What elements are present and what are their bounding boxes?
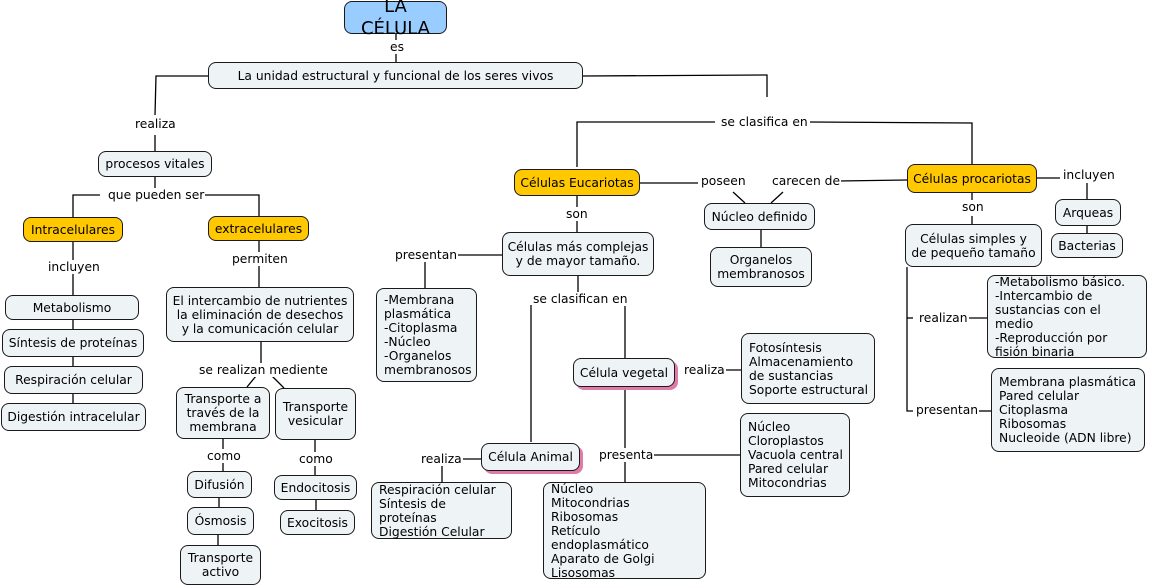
intercambio-node[interactable]: El intercambio de nutrientes la eliminac… [166, 287, 354, 342]
procariotas-funciones-node[interactable]: -Metabolismo básico. -Intercambio de sus… [987, 275, 1147, 359]
link-presentan-pro: presentan [915, 403, 980, 417]
procariotas-node[interactable]: Células procariotas [907, 164, 1037, 193]
animal-funciones-node[interactable]: Respiración celular Síntesis de proteína… [371, 482, 512, 539]
nucleo-definido-node[interactable]: Núcleo definido [704, 203, 815, 230]
bacterias-node[interactable]: Bacterias [1051, 233, 1123, 258]
metabolismo-node[interactable]: Metabolismo [5, 295, 139, 320]
celula-animal-node[interactable]: Célula Animal [481, 443, 580, 471]
link-que-pueden-ser: que pueden ser [107, 188, 206, 202]
difusion-node[interactable]: Difusión [187, 471, 252, 498]
link-realizan-pro: realizan [918, 311, 969, 325]
link-son-euc: son [565, 207, 589, 221]
link-presentan-euc: presentan [394, 248, 459, 262]
root-node[interactable]: LA CÉLULA [344, 0, 447, 39]
link-incluyen-intra: incluyen [47, 260, 101, 274]
link-son-pro: son [961, 200, 985, 214]
link-poseen: poseen [700, 174, 747, 188]
link-se-clasifican-en: se clasifican en [532, 292, 629, 306]
link-se-clasifica-en: se clasifica en [720, 115, 809, 129]
celulas-complejas-node[interactable]: Células más complejas y de mayor tamaño. [502, 232, 654, 276]
link-carecen-de: carecen de [771, 174, 842, 188]
link-permiten: permiten [231, 252, 289, 266]
eucariotas-node[interactable]: Células Eucariotas [514, 169, 640, 196]
link-incluyen-pro: incluyen [1062, 168, 1116, 182]
animal-componentes-node[interactable]: Núcleo Mitocondrias Ribosomas Retículo e… [543, 482, 706, 580]
link-realiza-animal: realiza [420, 452, 463, 466]
link-realiza-vegetal: realiza [683, 363, 726, 377]
celulas-simples-node[interactable]: Células simples y de pequeño tamaño [905, 224, 1042, 267]
organelos-membranosos-node[interactable]: Organelos membranosos [710, 247, 812, 287]
digestion-intracelular-node[interactable]: Digestión intracelular [1, 403, 146, 431]
endocitosis-node[interactable]: Endocitosis [274, 475, 357, 500]
respiracion-celular-node[interactable]: Respiración celular [4, 366, 143, 394]
transporte-membrana-node[interactable]: Transporte a través de la membrana [176, 387, 270, 439]
link-como-1: como [206, 449, 242, 463]
arqueas-node[interactable]: Arqueas [1055, 199, 1121, 226]
unidad-node[interactable]: La unidad estructural y funcional de los… [208, 62, 583, 89]
eucariotas-componentes-node[interactable]: -Membrana plasmática -Citoplasma -Núcleo… [376, 288, 477, 382]
procariotas-componentes-node[interactable]: Membrana plasmática Pared celular Citopl… [991, 368, 1145, 452]
link-como-2: como [298, 452, 334, 466]
intracelulares-node[interactable]: Intracelulares [23, 217, 123, 242]
sintesis-proteinas-node[interactable]: Síntesis de proteínas [2, 329, 144, 357]
link-realiza: realiza [134, 117, 177, 131]
vegetal-funciones-node[interactable]: Fotosíntesis Almacenamiento de sustancia… [741, 333, 875, 404]
extracelulares-node[interactable]: extracelulares [208, 216, 309, 241]
transporte-activo-node[interactable]: Transporte activo [180, 545, 261, 585]
link-se-realizan-mediante: se realizan mediente [198, 363, 329, 377]
exocitosis-node[interactable]: Exocitosis [280, 510, 355, 535]
vegetal-componentes-node[interactable]: Núcleo Cloroplastos Vacuola central Pare… [740, 413, 850, 497]
procesos-vitales-node[interactable]: procesos vitales [98, 151, 212, 177]
link-es: es [389, 40, 405, 54]
transporte-vesicular-node[interactable]: Transporte vesicular [275, 388, 356, 440]
osmosis-node[interactable]: Ósmosis [187, 507, 254, 535]
celula-vegetal-node[interactable]: Célula vegetal [573, 358, 675, 387]
link-presenta: presenta [598, 448, 655, 462]
